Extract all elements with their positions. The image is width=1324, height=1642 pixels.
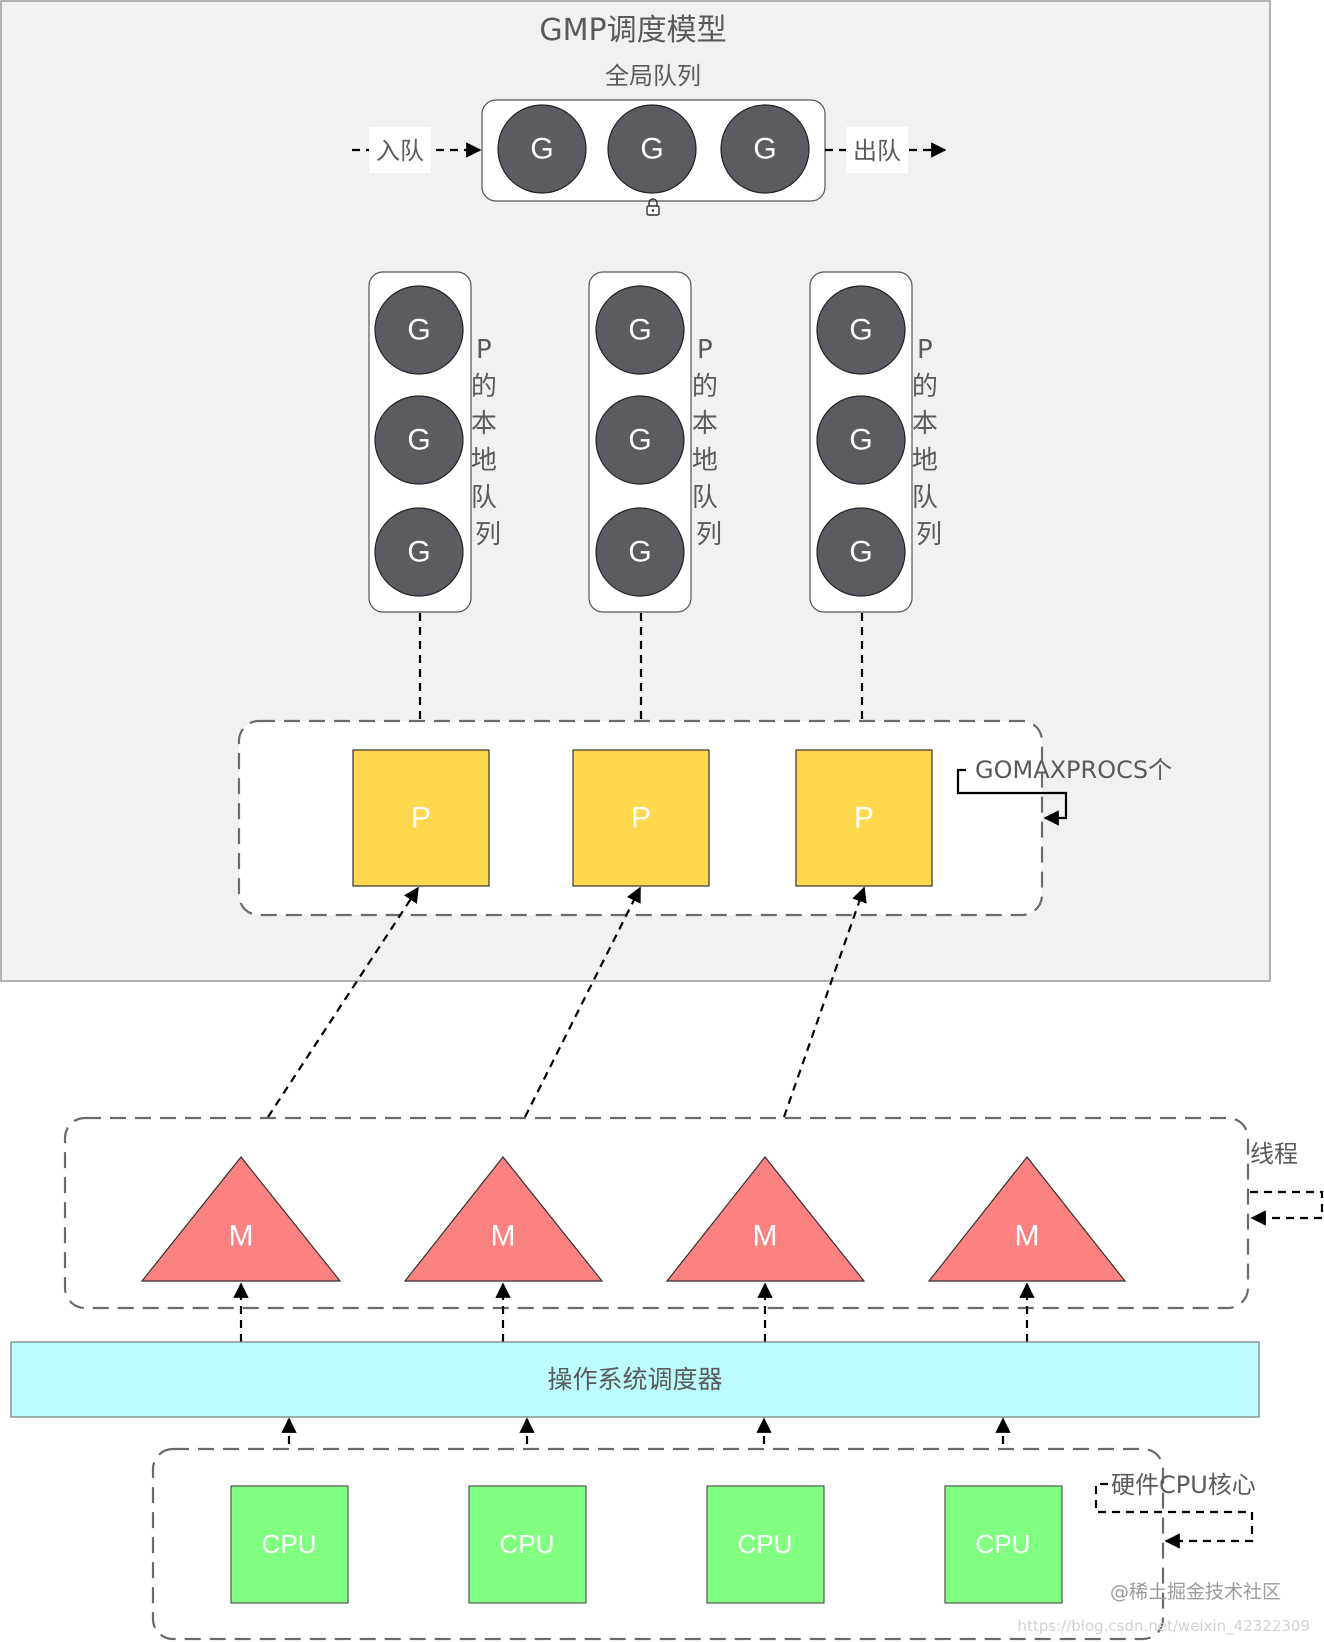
thread-m-2-label: M <box>491 1220 516 1253</box>
local-queue-2: G G G P 的 本 地 队 列 <box>588 271 726 613</box>
thread-m-2 <box>403 1156 604 1282</box>
dequeue-label: 出队 <box>853 137 901 165</box>
global-goroutine-2-label: G <box>640 133 663 166</box>
local-queue-1-goroutine-3-label: G <box>407 536 430 569</box>
global-goroutine-1-label: G <box>530 133 553 166</box>
cpu-core-1 <box>230 1485 349 1604</box>
os-scheduler-label: 操作系统调度器 <box>547 1365 722 1394</box>
local-queue-1-goroutine-3 <box>374 507 464 597</box>
gomaxprocs-bracket <box>956 768 1068 826</box>
cpu-core-1-label: CPU <box>262 1529 317 1559</box>
local-queue-1: G G G P 的 本 地 队 列 <box>368 271 505 613</box>
local-queue-2-goroutine-3 <box>595 507 685 597</box>
local-queue-3-goroutine-2-label: G <box>849 424 872 457</box>
local-queue-2-goroutine-1-label: G <box>628 314 651 347</box>
cpu-core-3 <box>706 1485 825 1604</box>
enqueue-label: 入队 <box>376 137 424 165</box>
thread-m-4-label: M <box>1015 1220 1040 1253</box>
thread-m-3-label: M <box>753 1220 778 1253</box>
processor-2 <box>572 749 710 887</box>
local-queue-1-goroutine-2-label: G <box>407 424 430 457</box>
local-queue-2-goroutine-2-label: G <box>628 424 651 457</box>
local-queue-1-goroutine-1-label: G <box>407 314 430 347</box>
cpu-core-2 <box>468 1485 587 1604</box>
local-queue-2-goroutine-1 <box>595 285 685 375</box>
cpu-core-3-label: CPU <box>738 1529 793 1559</box>
cpu-group <box>151 1447 1165 1641</box>
local-queue-1-label: P 的 本 地 队 列 <box>471 335 505 550</box>
m-to-p-arrow-2 <box>524 886 641 1118</box>
thread-bracket <box>1250 1190 1324 1226</box>
local-queue-1-goroutine-1 <box>374 285 464 375</box>
global-goroutine-2 <box>607 104 697 194</box>
enqueue-label-bg <box>369 127 431 173</box>
global-goroutine-3 <box>720 104 810 194</box>
processor-1-label: P <box>411 802 431 835</box>
cpu-group-label: 硬件CPU核心 <box>1111 1471 1256 1499</box>
m-to-p-arrow-3 <box>782 886 867 1118</box>
cpu-core-4-label: CPU <box>976 1529 1031 1559</box>
local-queue-1-goroutine-2 <box>374 395 464 485</box>
local-queue-3-goroutine-1-label: G <box>849 314 872 347</box>
dequeue-label-bg <box>846 127 908 173</box>
local-queue-2-goroutine-3-label: G <box>628 536 651 569</box>
local-queue-3-goroutine-1 <box>816 285 906 375</box>
lock-icon <box>646 198 660 216</box>
global-goroutine-1 <box>497 104 587 194</box>
local-queue-3-goroutine-2 <box>816 395 906 485</box>
gomaxprocs-label: GOMAXPROCS个 <box>975 756 1172 784</box>
cpu-core-4 <box>944 1485 1063 1604</box>
processor-1 <box>352 749 490 887</box>
local-queue-3-goroutine-3 <box>816 507 906 597</box>
cpu-core-2-label: CPU <box>500 1529 555 1559</box>
local-queue-2-label: P 的 本 地 队 列 <box>692 335 726 550</box>
os-scheduler-bar <box>10 1341 1260 1418</box>
thread-m-1-label: M <box>229 1220 254 1253</box>
thread-group-label: 线程 <box>1250 1140 1298 1168</box>
thread-m-4 <box>927 1156 1127 1282</box>
cpu-bracket <box>1094 1482 1254 1549</box>
diagram-title: GMP调度模型 <box>539 13 726 48</box>
local-queue-3-label: P 的 本 地 队 列 <box>912 335 946 550</box>
watermark-line-2: https://blog.csdn.net/weixin_42322309 <box>1017 1617 1310 1636</box>
global-queue-label: 全局队列 <box>605 62 701 90</box>
global-goroutine-3-label: G <box>753 133 776 166</box>
processor-2-label: P <box>631 802 651 835</box>
local-queue-2-goroutine-2 <box>595 395 685 485</box>
thread-m-3 <box>665 1156 866 1282</box>
thread-m-1 <box>140 1156 342 1282</box>
global-queue-items: G G G <box>497 104 810 194</box>
processor-3-label: P <box>854 802 874 835</box>
local-queue-3: G G G P 的 本 地 队 列 <box>809 271 946 613</box>
m-to-p-arrow-1 <box>267 886 419 1118</box>
processor-3 <box>795 749 933 887</box>
watermark-line-1: @稀土掘金技术社区 <box>1110 1581 1281 1603</box>
local-queue-3-goroutine-3-label: G <box>849 536 872 569</box>
